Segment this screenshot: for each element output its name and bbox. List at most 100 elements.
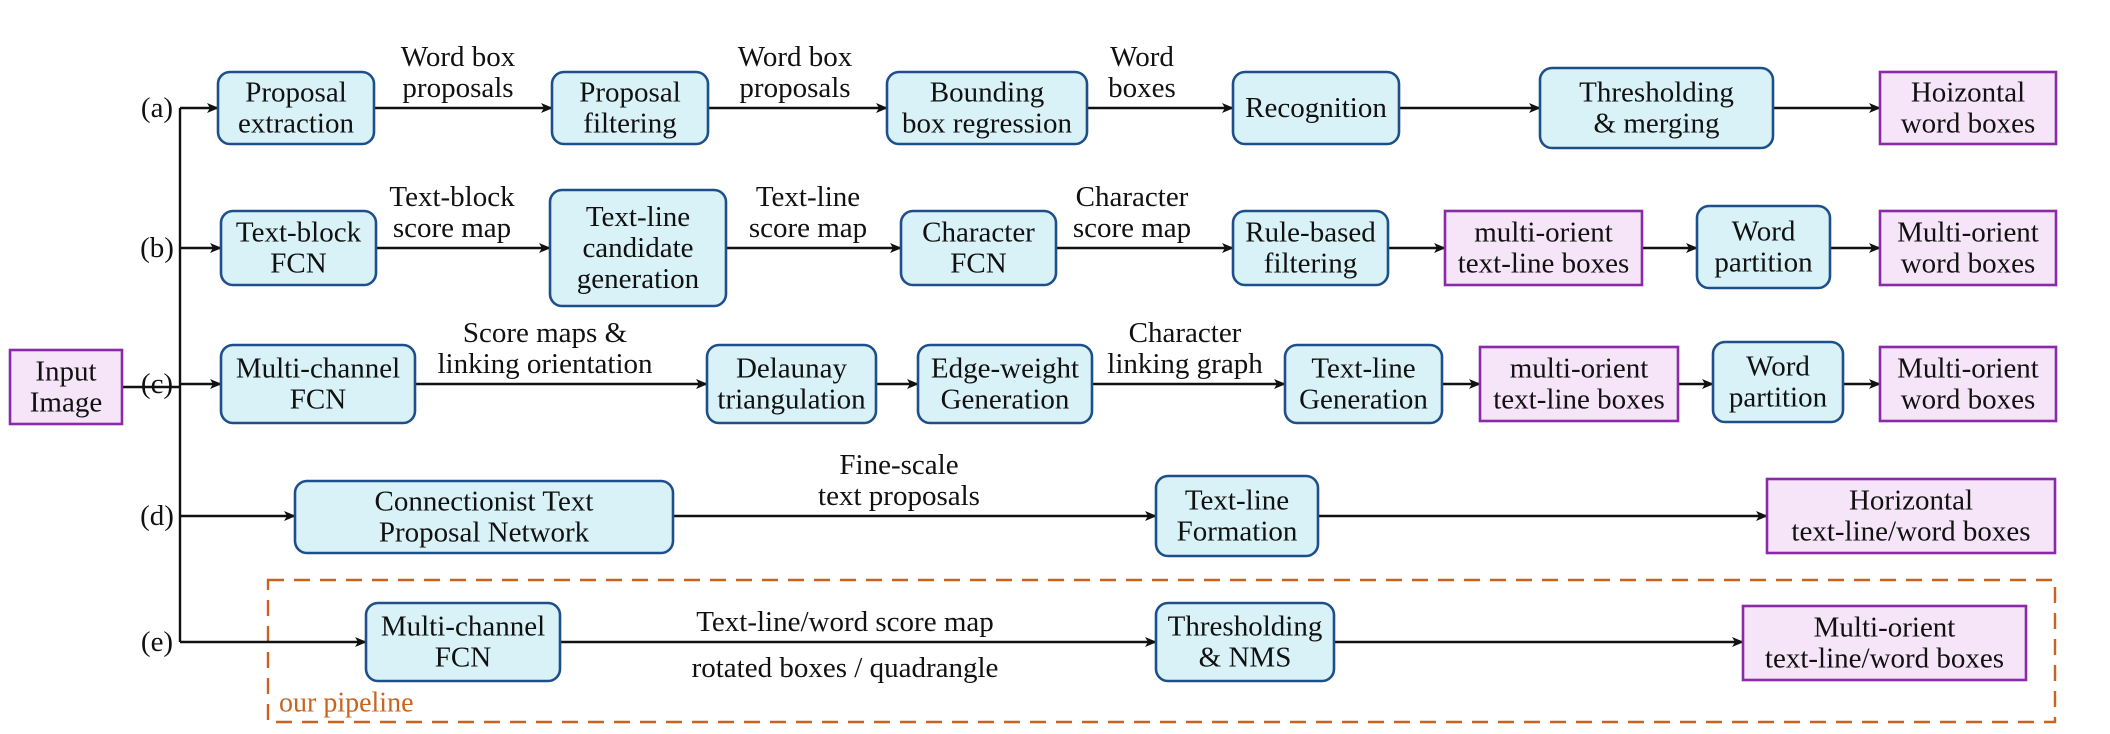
a-output-node xyxy=(1878,70,2058,146)
c-delaunay-label: Delaunay xyxy=(736,353,848,385)
d-text-line-formation-label: Formation xyxy=(1177,516,1298,548)
b-word-partition-node xyxy=(1695,204,1832,290)
a-bbox-regression-label: box regression xyxy=(902,108,1072,140)
b-multi-orient-text-line-label: multi-orient xyxy=(1474,217,1613,249)
row-label-d: (d) xyxy=(140,500,174,532)
a-proposal-extraction-label: extraction xyxy=(238,108,354,140)
c-word-partition-label: partition xyxy=(1729,382,1828,414)
c-edge-weight-node xyxy=(916,343,1094,425)
e-thresholding-nms-label: & NMS xyxy=(1199,642,1292,674)
row-b-edge-0-label: Text-block xyxy=(389,181,515,213)
d-output-label: Horizontal xyxy=(1849,485,1973,517)
c-edge-weight-label: Generation xyxy=(941,384,1070,416)
row-d-edge-0-label: Fine-scale xyxy=(839,449,958,481)
c-multi-channel-fcn-node xyxy=(219,343,417,425)
c-delaunay-label: triangulation xyxy=(717,384,866,416)
c-text-line-generation-node xyxy=(1283,343,1444,425)
input-image-label: Image xyxy=(30,387,102,419)
row-c-edge-0-label: Score maps & xyxy=(463,317,628,349)
b-rule-based-filtering-node xyxy=(1231,209,1390,287)
b-text-line-candidate-node xyxy=(548,188,728,308)
a-thresholding-merging-node xyxy=(1538,66,1775,150)
b-text-block-fcn-label: Text-block xyxy=(236,217,362,249)
d-ctpn-label: Proposal Network xyxy=(379,517,590,549)
b-text-line-candidate-label: Text-line xyxy=(586,201,690,233)
row-a-edge-1-label: Word box xyxy=(738,41,853,73)
a-recognition-label: Recognition xyxy=(1245,92,1387,124)
a-proposal-extraction-label: Proposal xyxy=(245,77,347,109)
e-thresholding-nms-label: Thresholding xyxy=(1168,611,1323,643)
b-word-partition-label: partition xyxy=(1714,247,1813,279)
a-output-label: Hoizontal xyxy=(1911,77,2025,109)
c-output-label: word boxes xyxy=(1901,384,2036,416)
row-label-c: (c) xyxy=(141,368,173,400)
c-multi-orient-text-line-node xyxy=(1478,345,1680,423)
c-multi-channel-fcn-label: FCN xyxy=(290,384,346,416)
a-proposal-extraction-node xyxy=(216,70,376,146)
c-delaunay-node xyxy=(705,343,878,425)
a-proposal-filtering-node xyxy=(550,70,710,146)
a-output-label: word boxes xyxy=(1901,108,2036,140)
c-text-line-generation-label: Generation xyxy=(1299,384,1428,416)
d-output-node xyxy=(1765,477,2057,555)
row-a-edge-2-label: Word xyxy=(1110,41,1174,73)
row-a-edge-2-label: boxes xyxy=(1108,72,1176,104)
b-character-fcn-node xyxy=(899,209,1058,287)
b-text-line-candidate-label: generation xyxy=(577,263,700,295)
b-text-block-fcn-label: FCN xyxy=(270,248,326,280)
input-image-label: Input xyxy=(35,356,96,388)
d-output-label: text-line/word boxes xyxy=(1791,516,2030,548)
row-b-edge-2-label: score map xyxy=(1073,212,1191,244)
row-b-edge-1-label: Text-line xyxy=(756,181,860,213)
row-a-edge-0-label: Word box xyxy=(401,41,516,73)
b-multi-orient-text-line-label: text-line boxes xyxy=(1458,248,1630,280)
our-pipeline-label: our pipeline xyxy=(279,688,414,719)
row-e-edge-0-label: Text-line/word score map xyxy=(696,606,994,638)
b-multi-orient-text-line-node xyxy=(1443,209,1644,287)
row-c-edge-2-label: Character xyxy=(1129,317,1242,349)
row-c-edge-0-label: linking orientation xyxy=(437,348,653,380)
c-word-partition-node xyxy=(1711,340,1845,424)
b-rule-based-filtering-label: filtering xyxy=(1264,248,1357,280)
a-proposal-filtering-label: filtering xyxy=(583,108,676,140)
a-thresholding-merging-label: & merging xyxy=(1594,108,1720,140)
c-edge-weight-label: Edge-weight xyxy=(931,353,1079,385)
e-thresholding-nms-node xyxy=(1154,601,1336,683)
c-word-partition-label: Word xyxy=(1746,351,1810,383)
e-output-label: Multi-orient xyxy=(1814,612,1956,644)
b-word-partition-label: Word xyxy=(1732,216,1796,248)
b-rule-based-filtering-label: Rule-based xyxy=(1245,217,1376,249)
input-image-node xyxy=(8,348,124,426)
c-output-node xyxy=(1878,345,2058,423)
row-c-edge-2-label: linking graph xyxy=(1107,348,1263,380)
e-multi-channel-fcn-label: FCN xyxy=(435,642,491,674)
row-label-a: (a) xyxy=(141,92,173,124)
row-label-e: (e) xyxy=(141,626,173,658)
d-text-line-formation-label: Text-line xyxy=(1185,485,1289,517)
a-bbox-regression-node xyxy=(885,70,1089,146)
b-output-node xyxy=(1878,209,2058,287)
d-ctpn-label: Connectionist Text xyxy=(375,486,594,518)
row-a-edge-1-label: proposals xyxy=(739,72,850,104)
b-output-label: Multi-orient xyxy=(1897,217,2039,249)
row-a-edge-0-label: proposals xyxy=(402,72,513,104)
row-d-edge-0-label: text proposals xyxy=(818,480,980,512)
b-character-fcn-label: FCN xyxy=(950,248,1006,280)
b-output-label: word boxes xyxy=(1901,248,2036,280)
e-output-node xyxy=(1741,604,2028,682)
our-pipeline-frame xyxy=(266,578,2057,724)
e-multi-channel-fcn-label: Multi-channel xyxy=(381,611,545,643)
row-b-edge-2-label: Character xyxy=(1076,181,1189,213)
row-b-edge-1-label: score map xyxy=(749,212,867,244)
b-text-block-fcn-node xyxy=(219,209,378,287)
a-recognition-node xyxy=(1231,70,1401,146)
b-text-line-candidate-label: candidate xyxy=(582,232,693,264)
row-label-b: (b) xyxy=(140,232,174,264)
e-multi-channel-fcn-node xyxy=(364,601,562,683)
c-output-label: Multi-orient xyxy=(1897,353,2039,385)
c-multi-channel-fcn-label: Multi-channel xyxy=(236,353,400,385)
row-b-edge-0-label: score map xyxy=(393,212,511,244)
e-output-label: text-line/word boxes xyxy=(1765,643,2004,675)
row-e-edge-0-below-label: rotated boxes / quadrangle xyxy=(692,652,999,684)
